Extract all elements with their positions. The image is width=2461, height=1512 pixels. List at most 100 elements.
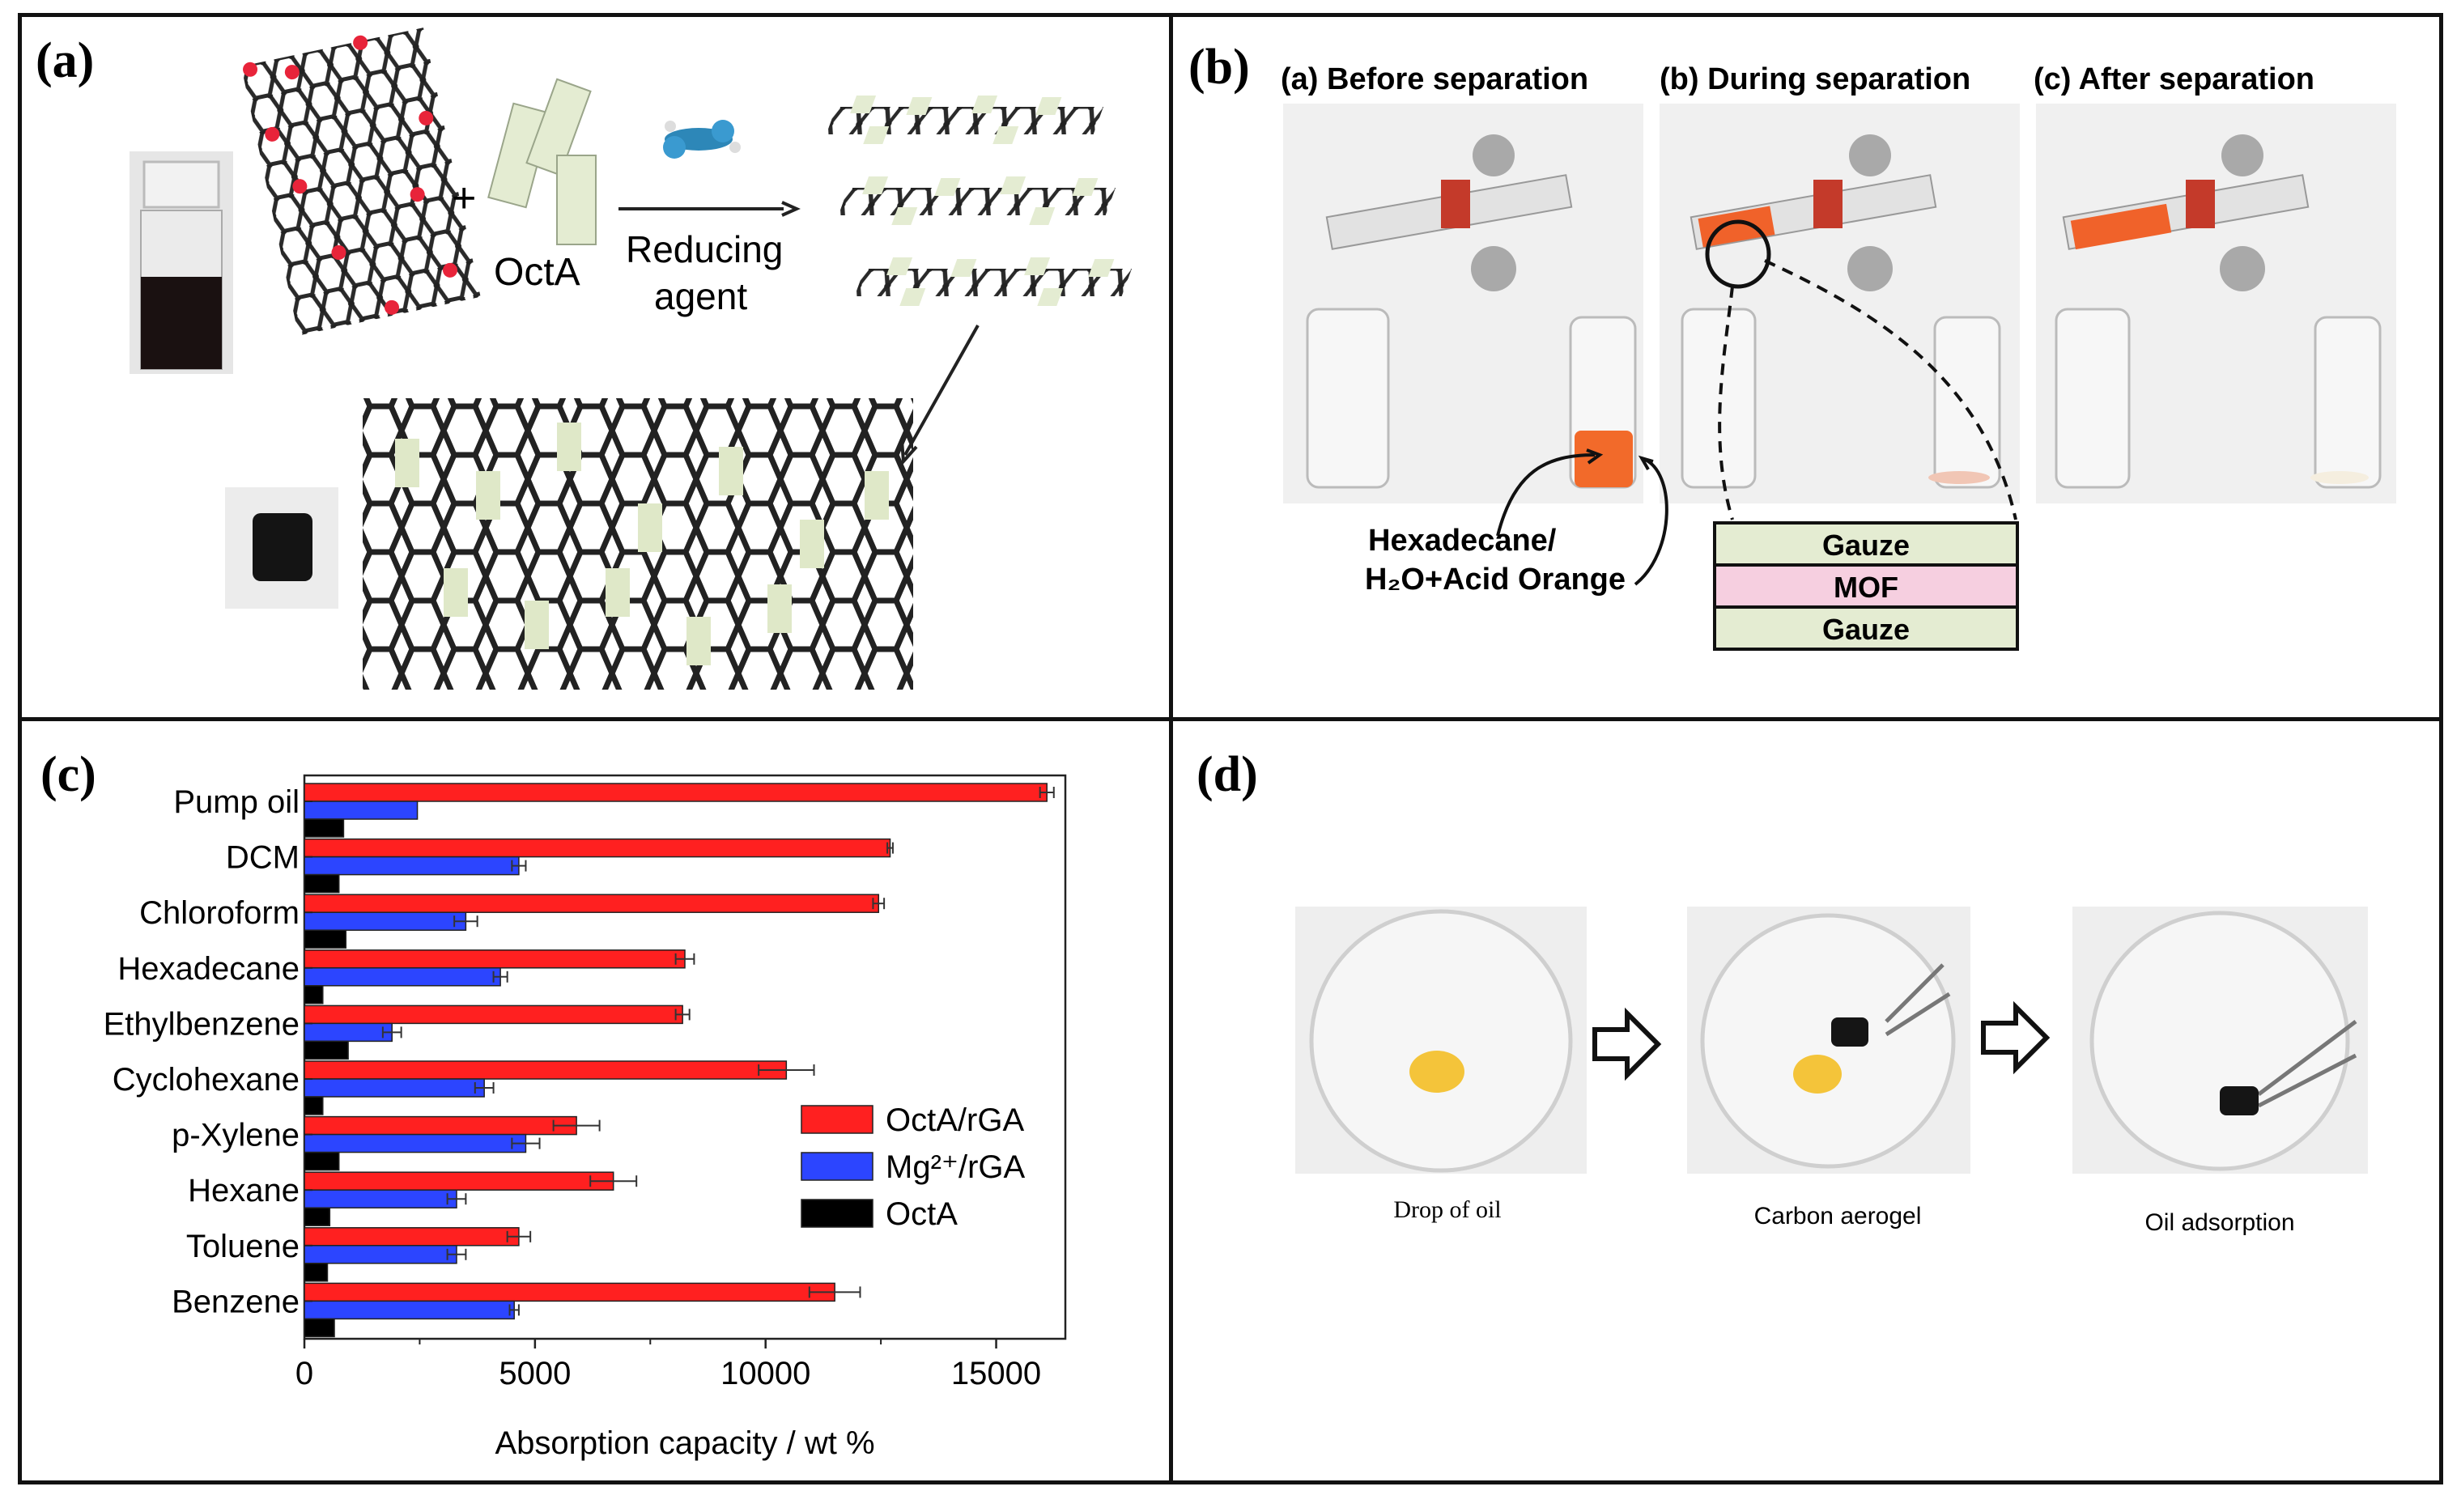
reaction-arrowhead bbox=[781, 201, 801, 217]
bar-mgrga-0 bbox=[304, 801, 419, 820]
legend-swatch bbox=[801, 1199, 873, 1228]
arrow-icon-1 bbox=[1592, 1007, 1662, 1081]
bar-mgrga-4 bbox=[304, 1022, 393, 1043]
bar-mgrga-1 bbox=[304, 856, 520, 876]
bar-mgrga-8 bbox=[304, 1245, 457, 1264]
arrow-icon-2 bbox=[1981, 1000, 2051, 1075]
bar-octa-8 bbox=[304, 1263, 329, 1282]
mixture-label-2: H₂O+Acid Orange bbox=[1365, 563, 1626, 597]
legend-swatch bbox=[801, 1105, 873, 1134]
figure-frame bbox=[18, 13, 2443, 1484]
caption-after: (c) After separation bbox=[2034, 62, 2314, 96]
bar-octa-0 bbox=[304, 818, 345, 838]
legend-label: Mg²⁺/rGA bbox=[886, 1149, 1026, 1185]
panel-label-b: (b) bbox=[1188, 40, 1250, 95]
category-label: Chloroform bbox=[139, 895, 300, 931]
x-tick-label: 5000 bbox=[499, 1356, 571, 1391]
octa-blocks bbox=[487, 78, 597, 245]
bar-octa-6 bbox=[304, 1151, 340, 1171]
x-axis-ticks: 0 5000 10000 15000 bbox=[295, 1339, 1041, 1391]
photo-during-separation bbox=[1660, 104, 2020, 503]
legend-swatch bbox=[801, 1152, 873, 1181]
category-labels: Pump oilDCMChloroformHexadecaneEthylbenz… bbox=[104, 784, 312, 1319]
bar-octa-9 bbox=[304, 1318, 335, 1338]
bar-octa-4 bbox=[304, 1040, 349, 1060]
caption-drop-of-oil: Drop of oil bbox=[1393, 1196, 1501, 1223]
reducing-agent-label-2: agent bbox=[654, 275, 747, 317]
layer-mof: MOF bbox=[1834, 571, 1898, 604]
reducing-agent-label-1: Reducing bbox=[626, 228, 783, 270]
bar-octa-7 bbox=[304, 1207, 331, 1226]
x-tick-label: 10000 bbox=[720, 1356, 810, 1391]
aerogel-3d-network bbox=[363, 398, 913, 690]
bar-octarga-9 bbox=[304, 1282, 835, 1302]
layer-gauze-top: Gauze bbox=[1822, 529, 1910, 562]
error-bars-group bbox=[381, 787, 1055, 1316]
vertical-divider bbox=[1169, 13, 1173, 1484]
octa-label: OctA bbox=[494, 251, 580, 294]
bar-octa-3 bbox=[304, 985, 324, 1004]
category-label: Hexane bbox=[188, 1173, 300, 1208]
panel-label-a: (a) bbox=[36, 33, 95, 88]
bar-mgrga-3 bbox=[304, 967, 501, 987]
callout-arrow-2 bbox=[1634, 457, 1668, 586]
bar-octarga-7 bbox=[304, 1171, 614, 1191]
bar-octa-2 bbox=[304, 929, 347, 949]
vial-photo bbox=[130, 151, 233, 374]
bar-octarga-4 bbox=[304, 1004, 683, 1025]
bar-octarga-3 bbox=[304, 949, 686, 969]
bar-mgrga-7 bbox=[304, 1189, 457, 1208]
bar-octa-1 bbox=[304, 873, 340, 894]
panel-b-separation: (a) Before separation (b) During separat… bbox=[1281, 62, 2396, 651]
bar-octa-5 bbox=[304, 1096, 324, 1115]
bar-mgrga-2 bbox=[304, 911, 467, 931]
zoom-line-right bbox=[1764, 259, 2017, 520]
bar-octarga-6 bbox=[304, 1115, 577, 1136]
bar-octarga-2 bbox=[304, 894, 880, 913]
photo-drop-of-oil bbox=[1295, 907, 1587, 1174]
bars-group bbox=[304, 783, 1048, 1338]
bar-octarga-0 bbox=[304, 783, 1048, 802]
layer-gauze-bottom: Gauze bbox=[1822, 613, 1910, 646]
x-tick-label: 15000 bbox=[951, 1356, 1041, 1391]
x-tick-label: 0 bbox=[295, 1356, 313, 1391]
legend-label: OctA/rGA bbox=[886, 1102, 1024, 1138]
photo-carbon-aerogel bbox=[1687, 907, 1970, 1174]
absorption-capacity-chart: Pump oilDCMChloroformHexadecaneEthylbenz… bbox=[104, 774, 1067, 1461]
bar-mgrga-6 bbox=[304, 1133, 527, 1153]
caption-carbon-aerogel: Carbon aerogel bbox=[1754, 1203, 1922, 1230]
assembly-arrow bbox=[903, 325, 980, 456]
filter-layer-stack: Gauze MOF Gauze bbox=[1713, 521, 2019, 651]
bar-octarga-8 bbox=[304, 1227, 520, 1247]
reducing-agent-molecule-icon bbox=[663, 120, 741, 159]
caption-before: (a) Before separation bbox=[1281, 62, 1588, 96]
callout-arrow-1 bbox=[1496, 453, 1596, 537]
mixture-label-1: Hexadecane/ bbox=[1368, 524, 1557, 558]
plus-sign: + bbox=[452, 175, 476, 222]
x-axis-label: Absorption capacity / wt % bbox=[495, 1425, 874, 1461]
functionalized-sheets bbox=[826, 96, 1132, 306]
category-label: Hexadecane bbox=[117, 951, 300, 987]
panel-a-schematic: + OctA Reducing agent bbox=[130, 28, 1132, 690]
horizontal-divider bbox=[18, 717, 2443, 721]
graphene-oxide-sheet bbox=[241, 28, 481, 336]
caption-oil-adsorption: Oil adsorption bbox=[2144, 1209, 2294, 1236]
bar-octarga-1 bbox=[304, 838, 891, 858]
bar-octarga-5 bbox=[304, 1060, 788, 1080]
category-label: Cyclohexane bbox=[113, 1062, 300, 1098]
category-label: DCM bbox=[226, 840, 300, 876]
legend: OctA/rGA Mg²⁺/rGA OctA bbox=[801, 1102, 1026, 1232]
category-label: Pump oil bbox=[173, 784, 300, 820]
caption-during: (b) During separation bbox=[1660, 62, 1970, 96]
category-label: p-Xylene bbox=[172, 1118, 300, 1153]
photo-oil-adsorption bbox=[2072, 907, 2368, 1174]
category-label: Benzene bbox=[172, 1284, 300, 1319]
aerogel-photo bbox=[225, 487, 338, 609]
photo-before-separation bbox=[1283, 104, 1643, 503]
category-label: Toluene bbox=[186, 1229, 300, 1264]
panel-label-d: (d) bbox=[1196, 747, 1258, 802]
bar-mgrga-9 bbox=[304, 1300, 515, 1320]
zoom-line-left bbox=[1718, 286, 1734, 520]
legend-label: OctA bbox=[886, 1196, 958, 1232]
panel-d-oil-adsorption: Drop of oil Carbon aerogel Oil adsorptio… bbox=[1295, 907, 2368, 1236]
